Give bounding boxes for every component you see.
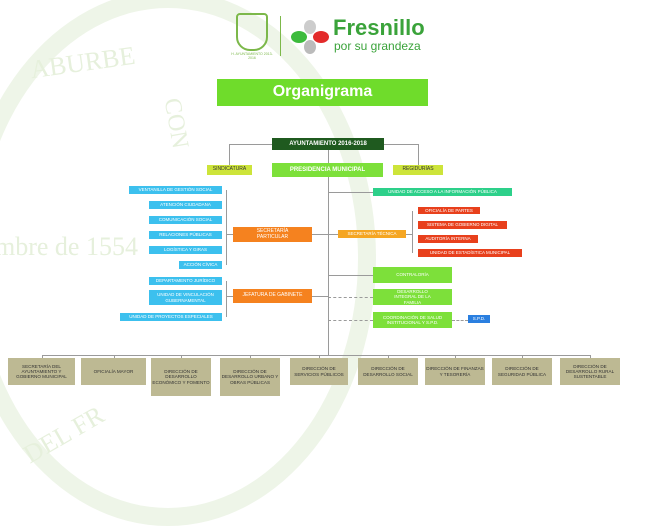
left-item: Unidad de Vinculación Gubernamental bbox=[149, 290, 222, 305]
left-item: Departamento Jurídico bbox=[149, 277, 222, 285]
watermark-middle: mbre de 1554 bbox=[0, 232, 138, 261]
ayuntamiento-box: AYUNTAMIENTO 2016-2018 bbox=[272, 138, 384, 150]
direccion-box: Dirección de Desarrollo Urbano y Obras P… bbox=[220, 358, 280, 396]
left-item: Acción Cívica bbox=[179, 261, 222, 269]
left-item: Atención Ciudadana bbox=[149, 201, 222, 209]
sindicatura-box: SINDICATURA bbox=[207, 165, 252, 175]
contraloria-box: Contraloría bbox=[373, 267, 452, 283]
direccion-box: Dirección de Desarrollo Social bbox=[358, 358, 418, 385]
tecnica-item: Unidad de Estadística Municipal bbox=[418, 249, 522, 257]
secretaria-particular-box: Secretaría Particular bbox=[233, 227, 312, 242]
salud-box: Coordinación de Salud Institucional y S.… bbox=[373, 312, 452, 328]
direccion-box: Oficialía Mayor bbox=[81, 358, 146, 385]
brand-tagline: por su grandeza bbox=[334, 39, 421, 53]
left-item: Comunicación Social bbox=[149, 216, 222, 224]
direccion-box: Dirección de Finanzas y Tesorería bbox=[425, 358, 485, 385]
seal-caption: H. AYUNTAMIENTO 2013-2016 bbox=[231, 52, 273, 61]
spd-box: S.P.D. bbox=[468, 315, 490, 323]
page-title: Organigrama bbox=[217, 79, 428, 106]
brand-name: Fresnillo bbox=[333, 15, 425, 40]
tecnica-item: Sistema de Gobierno Digital bbox=[418, 221, 507, 229]
seal-logo bbox=[236, 13, 268, 51]
left-item: Logística y Giras bbox=[149, 246, 222, 254]
dif-box: Desarrollo Integral de la Familia bbox=[373, 289, 452, 305]
left-item: Ventanilla de Gestión Social bbox=[129, 186, 222, 194]
tecnica-item: Oficialía de Partes bbox=[418, 207, 480, 214]
divider bbox=[280, 16, 281, 56]
presidencia-box: PRESIDENCIA MUNICIPAL bbox=[272, 163, 383, 177]
tecnica-item: Auditoría Interna bbox=[418, 235, 478, 243]
direccion-box: Dirección de Servicios Públicos bbox=[290, 358, 348, 385]
secretaria-tecnica-box: Secretaría Técnica bbox=[338, 230, 406, 238]
left-item: Unidad de Proyectos Especiales bbox=[120, 313, 222, 321]
direccion-box: Dirección de Desarrollo Económico y Fome… bbox=[151, 358, 211, 396]
fresnillo-logo-icon bbox=[290, 18, 330, 56]
direccion-box: Secretaría del Ayuntamiento y Gobierno M… bbox=[8, 358, 75, 385]
left-item: Relaciones Públicas bbox=[149, 231, 222, 239]
acceso-info-box: Unidad de Acceso a la Información Públic… bbox=[373, 188, 512, 196]
direccion-box: Dirección de Seguridad Pública bbox=[492, 358, 552, 385]
regidurias-box: REGIDURÍAS bbox=[393, 165, 443, 175]
direccion-box: Dirección de Desarrollo Rural Sustentabl… bbox=[560, 358, 620, 385]
jefatura-gabinete-box: Jefatura de Gabinete bbox=[233, 289, 312, 303]
